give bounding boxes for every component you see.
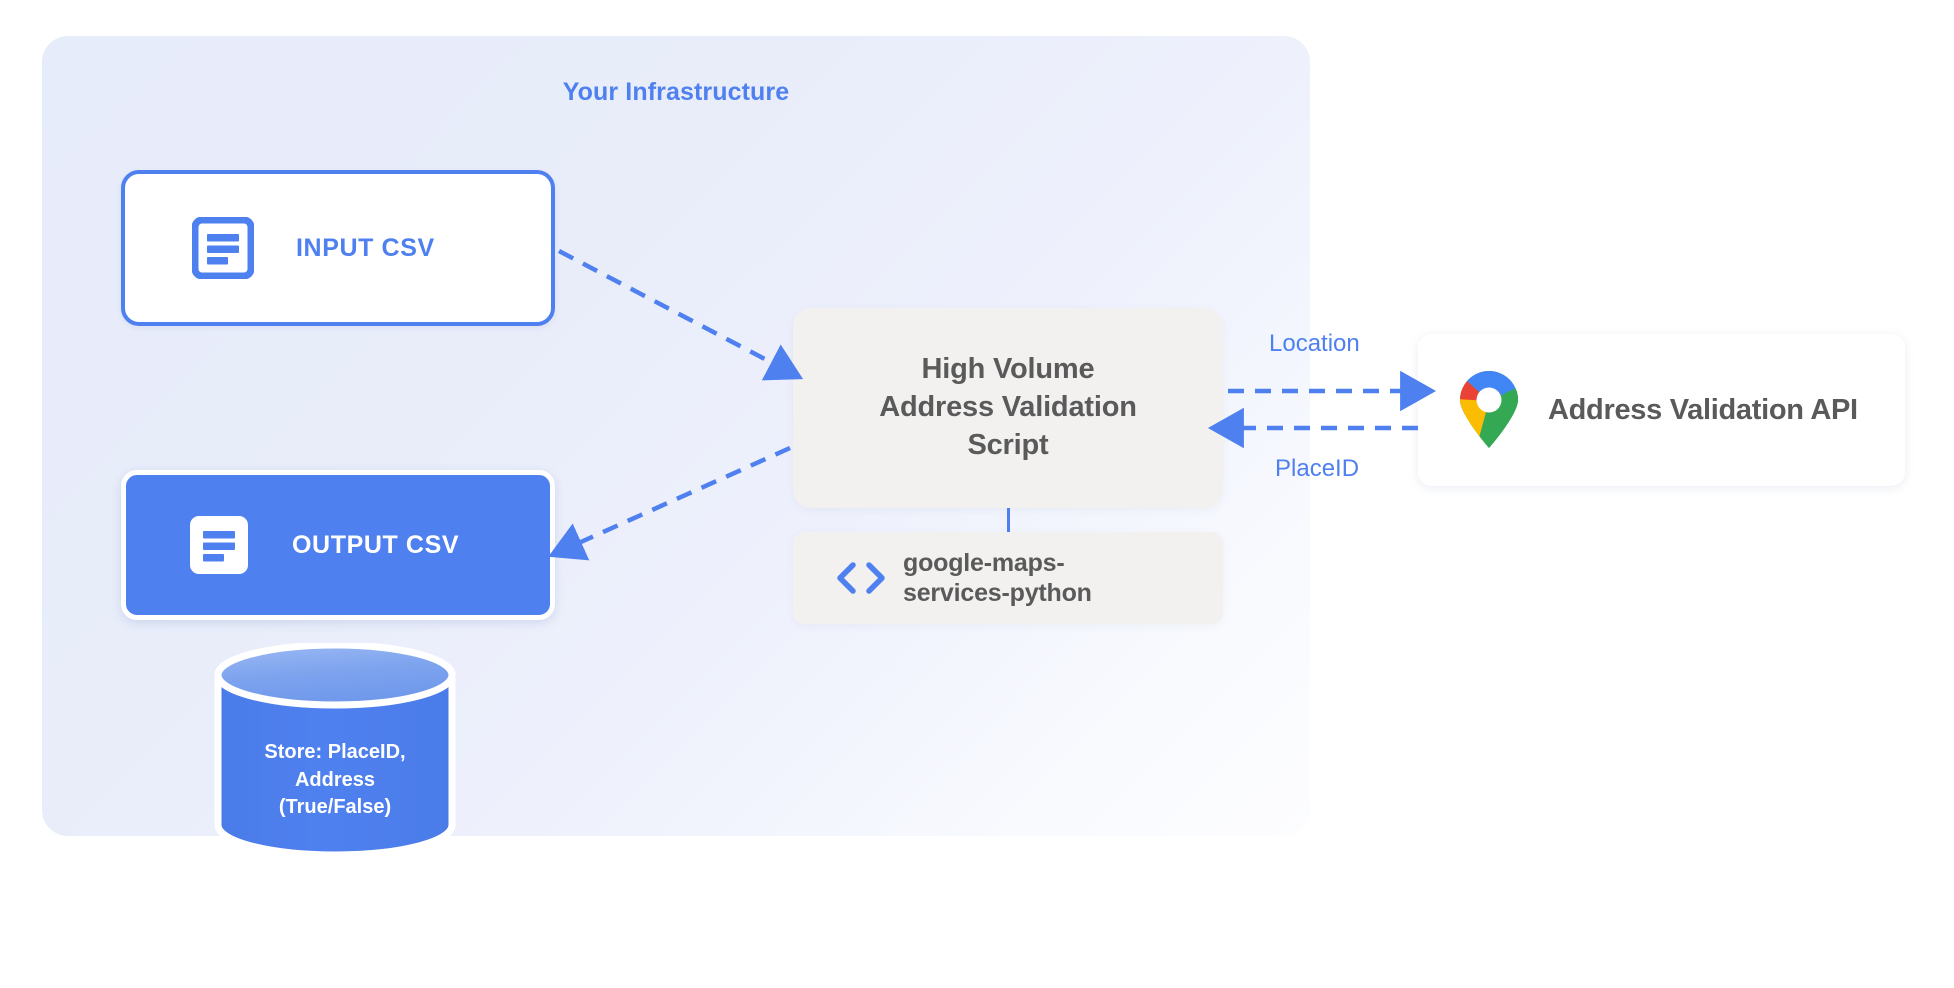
script-library-connector: [1007, 508, 1010, 532]
library-line-1: google-maps-: [903, 548, 1065, 577]
script-line-1: High Volume: [921, 353, 1095, 386]
script-line-2: Address Validation: [879, 391, 1137, 424]
document-icon: [191, 216, 255, 280]
library-line-2: services-python: [903, 579, 1092, 607]
script-line-3: Script: [967, 428, 1049, 461]
panel-title: Your Infrastructure: [562, 78, 790, 106]
document-icon: [188, 514, 250, 576]
datastore-node[interactable]: Store: PlaceID, Address (True/False): [210, 641, 460, 873]
input-csv-label: INPUT CSV: [296, 233, 435, 262]
library-node[interactable]: google-maps- services-python: [793, 532, 1223, 624]
script-node[interactable]: High Volume Address Validation Script: [793, 308, 1223, 508]
output-csv-node[interactable]: OUTPUT CSV: [121, 470, 555, 620]
output-csv-label: OUTPUT CSV: [292, 530, 460, 559]
address-validation-api-label: Address Validation API: [1548, 393, 1858, 426]
script-label: High Volume Address Validation Script: [879, 351, 1137, 464]
edge-label-placeid: PlaceID: [1275, 455, 1360, 482]
library-label: google-maps- services-python: [903, 548, 1092, 609]
input-csv-node[interactable]: INPUT CSV: [121, 170, 555, 326]
code-brackets-icon: [835, 558, 887, 598]
edge-label-location: Location: [1269, 330, 1360, 357]
address-validation-api-node[interactable]: Address Validation API: [1418, 334, 1905, 486]
google-maps-pin-icon: [1456, 371, 1522, 449]
